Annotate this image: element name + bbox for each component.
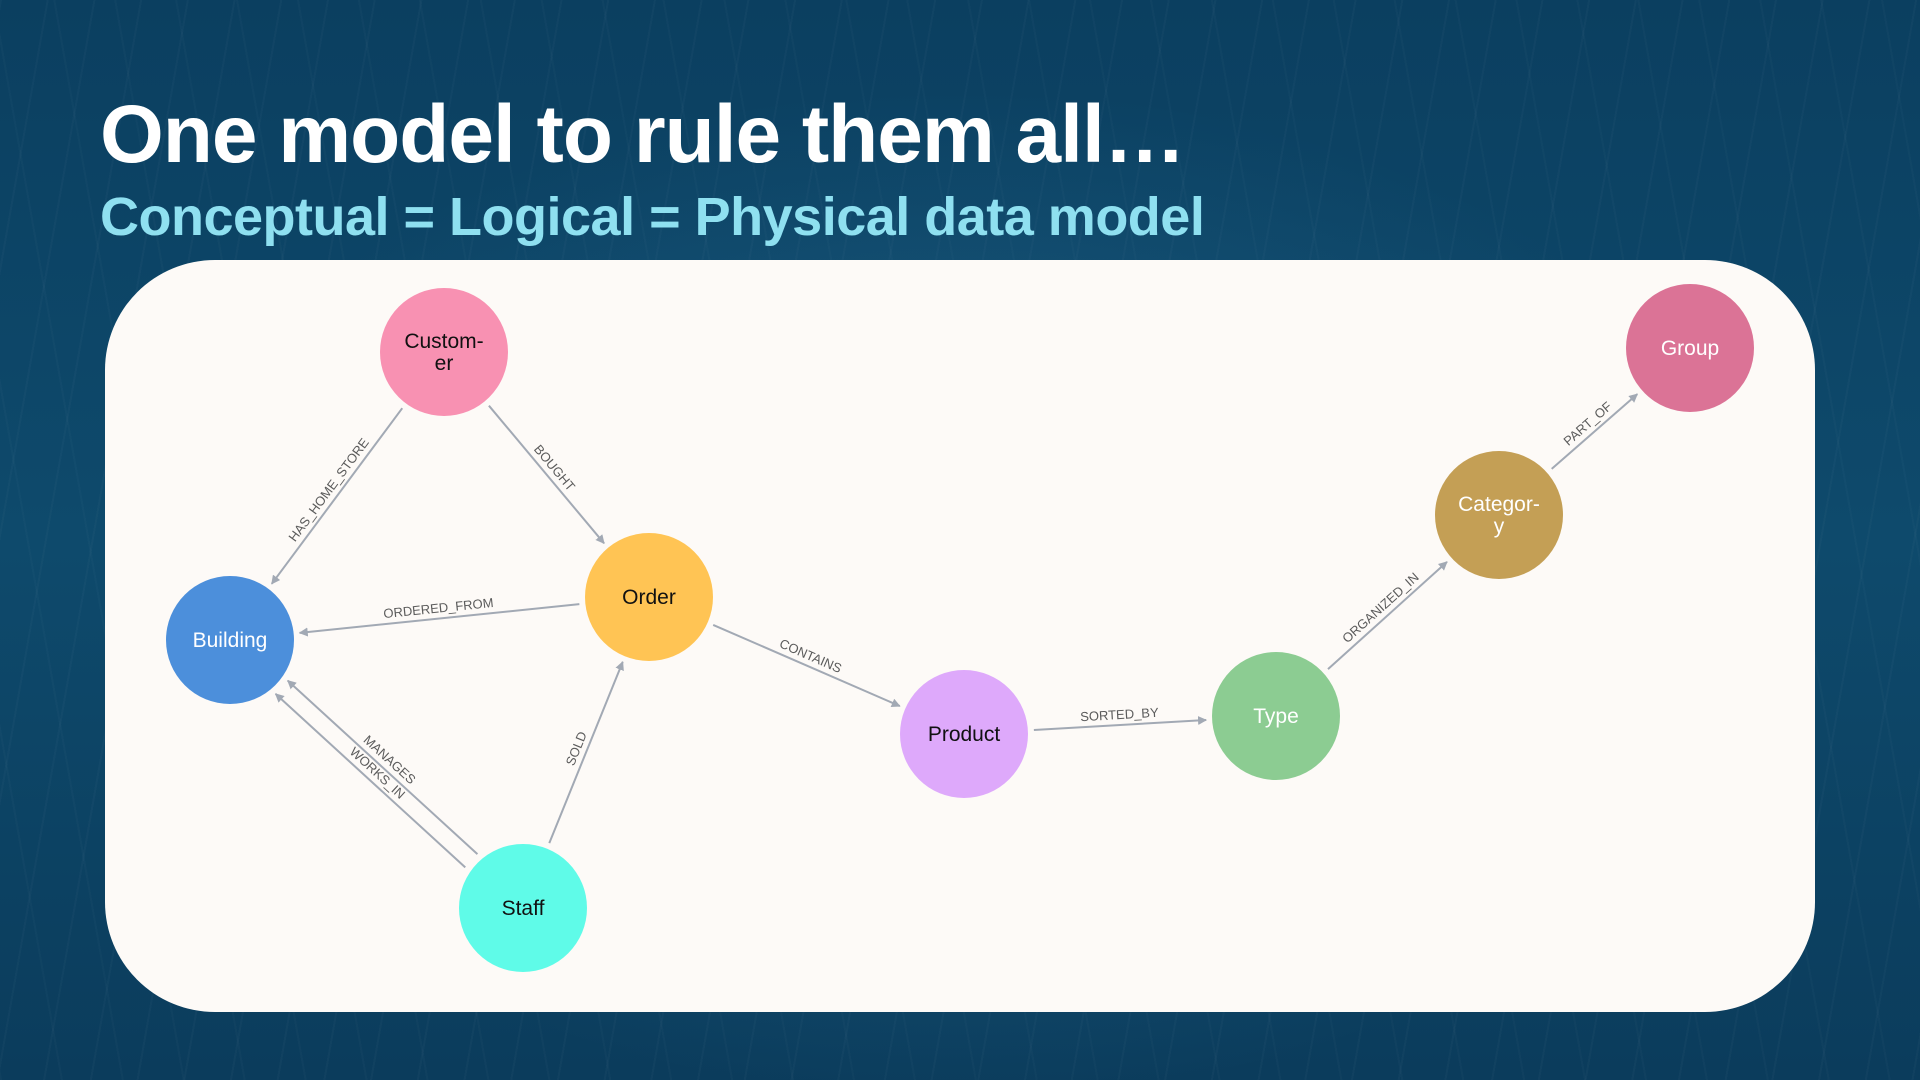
node-label: Categor- xyxy=(1458,493,1540,516)
slide-subtitle: Conceptual = Logical = Physical data mod… xyxy=(100,187,1205,247)
node-label: Type xyxy=(1253,705,1299,728)
node-label: er xyxy=(435,352,454,375)
node-label: Product xyxy=(928,723,1001,746)
node-customer[interactable]: Custom-er xyxy=(380,288,508,416)
edge-line xyxy=(488,405,605,545)
edge-has-home-store: HAS_HOME_STORE xyxy=(270,407,404,585)
node-building[interactable]: Building xyxy=(166,576,294,704)
edge-label: BOUGHT xyxy=(531,442,578,494)
edge-line xyxy=(548,661,624,844)
edge-contains: CONTAINS xyxy=(712,624,901,707)
edge-line xyxy=(712,624,901,707)
node-product[interactable]: Product xyxy=(900,670,1028,798)
node-label: Custom- xyxy=(404,330,483,353)
edge-line xyxy=(287,679,479,855)
edge-part-of: PART_OF xyxy=(1551,393,1638,470)
node-circle[interactable] xyxy=(1435,451,1563,579)
edge-works-in: WORKS_IN xyxy=(274,693,466,869)
edge-label: ORGANIZED_IN xyxy=(1339,569,1421,645)
edge-organized-in: ORGANIZED_IN xyxy=(1327,561,1448,670)
node-label: y xyxy=(1494,515,1505,538)
node-group[interactable]: Group xyxy=(1626,284,1754,412)
edge-line xyxy=(270,407,404,585)
edge-line xyxy=(1551,393,1638,470)
edge-label: CONTAINS xyxy=(777,636,844,676)
slide-title: One model to rule them all… xyxy=(100,89,1186,180)
edge-line xyxy=(298,603,580,637)
edge-label: SORTED_BY xyxy=(1080,705,1160,725)
node-circle[interactable] xyxy=(459,844,587,972)
node-circle[interactable] xyxy=(1212,652,1340,780)
edge-manages: MANAGES xyxy=(287,679,479,855)
node-label: Order xyxy=(622,586,676,609)
edge-label: ORDERED_FROM xyxy=(383,595,494,621)
edge-line xyxy=(1327,561,1448,670)
node-order[interactable]: Order xyxy=(585,533,713,661)
edge-sorted-by: SORTED_BY xyxy=(1033,705,1208,731)
node-staff[interactable]: Staff xyxy=(459,844,587,972)
edge-label: SOLD xyxy=(563,729,590,767)
edge-line xyxy=(274,693,466,869)
node-circle[interactable] xyxy=(585,533,713,661)
node-type[interactable]: Type xyxy=(1212,652,1340,780)
node-category[interactable]: Categor-y xyxy=(1435,451,1563,579)
node-circle[interactable] xyxy=(900,670,1028,798)
node-circle[interactable] xyxy=(380,288,508,416)
edge-label: HAS_HOME_STORE xyxy=(285,435,372,544)
edge-ordered-from: ORDERED_FROM xyxy=(298,595,580,637)
node-label: Staff xyxy=(502,897,545,920)
node-label: Group xyxy=(1661,337,1719,360)
node-circle[interactable] xyxy=(166,576,294,704)
edge-label: PART_OF xyxy=(1561,399,1615,449)
edge-sold: SOLD xyxy=(548,661,624,844)
edge-line xyxy=(1033,716,1208,731)
node-label: Building xyxy=(193,629,268,652)
edge-bought: BOUGHT xyxy=(488,405,605,545)
node-circle[interactable] xyxy=(1626,284,1754,412)
